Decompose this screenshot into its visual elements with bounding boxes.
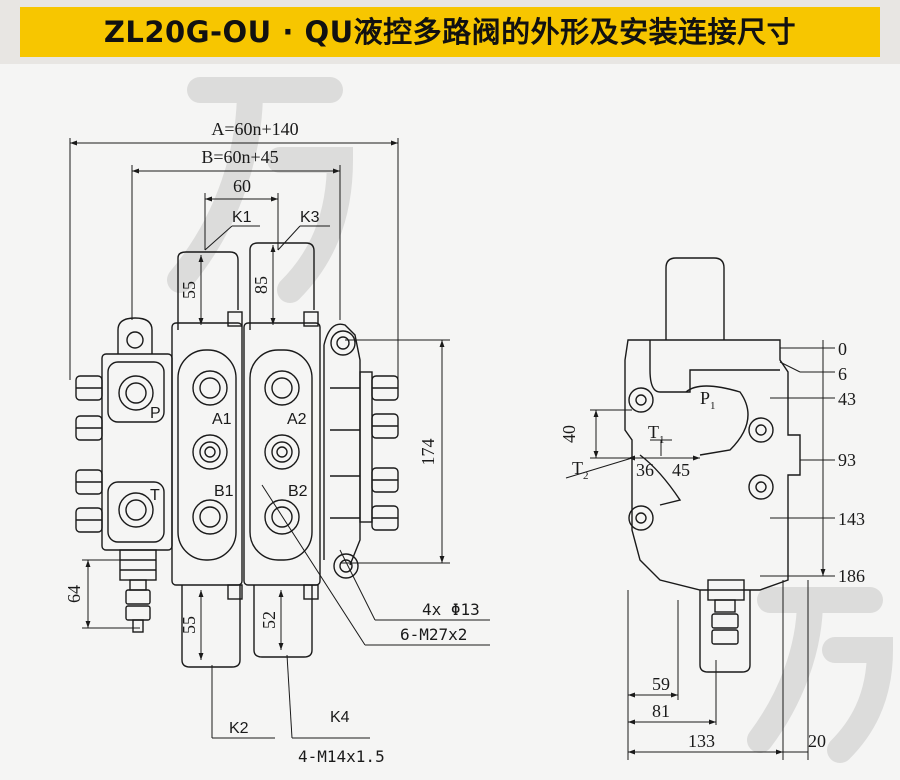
dim-20-label: 20 xyxy=(808,731,826,751)
port-k1-label: K1 xyxy=(232,209,252,226)
side-view-labels: 0 6 43 93 143 186 40 36 45 59 81 133 20 … xyxy=(559,339,865,751)
dim-186-label: 186 xyxy=(838,566,865,586)
dim-81-label: 81 xyxy=(652,701,670,721)
dim-36-label: 36 xyxy=(636,460,654,480)
callout-holes: 4x Φ13 xyxy=(422,600,480,619)
dim-59-label: 59 xyxy=(652,674,670,694)
dim-55-bottom-label: 55 xyxy=(179,616,199,634)
callout-thread-m27: 6-M27x2 xyxy=(400,625,467,644)
port-b1-label: B1 xyxy=(214,483,234,500)
dim-0-label: 0 xyxy=(838,339,847,359)
dim-93-label: 93 xyxy=(838,450,856,470)
port-k2-label: K2 xyxy=(229,720,249,737)
dim-143-label: 143 xyxy=(838,509,865,529)
title-highlight xyxy=(20,7,880,57)
port-k4-label: K4 xyxy=(330,709,350,726)
port-p1-label: P1 xyxy=(700,388,716,412)
dim-b-label: B=60n+45 xyxy=(201,147,278,167)
dim-85-label: 85 xyxy=(251,276,271,294)
port-t-label: T xyxy=(150,487,160,504)
port-a2-label: A2 xyxy=(287,411,307,428)
port-b2-label: B2 xyxy=(288,483,308,500)
watermark-logo xyxy=(167,77,894,763)
dim-60-label: 60 xyxy=(233,176,251,196)
front-view xyxy=(69,138,490,739)
port-k3-label: K3 xyxy=(300,209,320,226)
callout-thread-m14: 4-M14x1.5 xyxy=(298,747,385,766)
dim-133-label: 133 xyxy=(688,731,715,751)
port-p-label: P xyxy=(150,405,161,422)
port-t2-label: T2 xyxy=(572,458,589,482)
dim-64-label: 64 xyxy=(64,585,84,603)
front-view-labels: A=60n+140 B=60n+45 60 K1 K3 55 85 174 64… xyxy=(64,119,480,766)
side-view xyxy=(565,257,835,760)
dim-52-label: 52 xyxy=(259,611,279,629)
dim-40-label: 40 xyxy=(559,425,579,443)
dim-43-label: 43 xyxy=(838,389,856,409)
valve-drawing: A=60n+140 B=60n+45 60 K1 K3 55 85 174 64… xyxy=(64,77,894,766)
dim-45-label: 45 xyxy=(672,460,690,480)
dim-174-label: 174 xyxy=(418,439,438,466)
dim-55-top-label: 55 xyxy=(179,281,199,299)
port-a1-label: A1 xyxy=(212,411,232,428)
port-t1-label: T1 xyxy=(648,422,665,446)
dim-6-label: 6 xyxy=(838,364,847,384)
dim-a-label: A=60n+140 xyxy=(211,119,298,139)
page-title: ZL20G-OU · QU液控多路阀的外形及安装连接尺寸 xyxy=(103,15,797,49)
